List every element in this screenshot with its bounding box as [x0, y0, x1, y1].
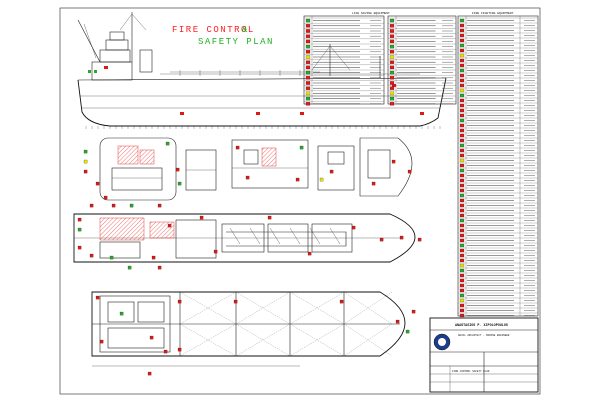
title-block: ANASTASIOS P. XIPOLOPOULOS NAVAL ARCHITE… [429, 317, 539, 393]
lower-deck-plan [91, 291, 416, 376]
title-safety-plan: SAFETY PLAN [198, 37, 274, 47]
company-subtitle: NAVAL ARCHITECT · MARINE ENGINEER [458, 334, 510, 337]
title-fire-control: FIRE CONTROL [172, 25, 255, 35]
drawing-title: FIRE CONTROL & SAFETY PLAN [172, 25, 274, 47]
deck-plans-upper-row [83, 137, 413, 208]
title-ampersand: & [242, 25, 249, 35]
main-deck-plan [73, 213, 422, 270]
legend-header-life-saving: LIFE SAVING EQUIPMENT [352, 12, 390, 15]
equipment-legend: LIFE SAVING EQUIPMENT FIRE FIGHTING EQUI… [303, 12, 539, 318]
company-name: ANASTASIOS P. XIPOLOPOULOS [455, 324, 508, 328]
sheet-name: FIRE CONTROL SAFETY PLAN [452, 370, 490, 373]
sheet-border [59, 7, 541, 395]
legend-header-fire-fighting: FIRE FIGHTING EQUIPMENT [472, 12, 514, 15]
